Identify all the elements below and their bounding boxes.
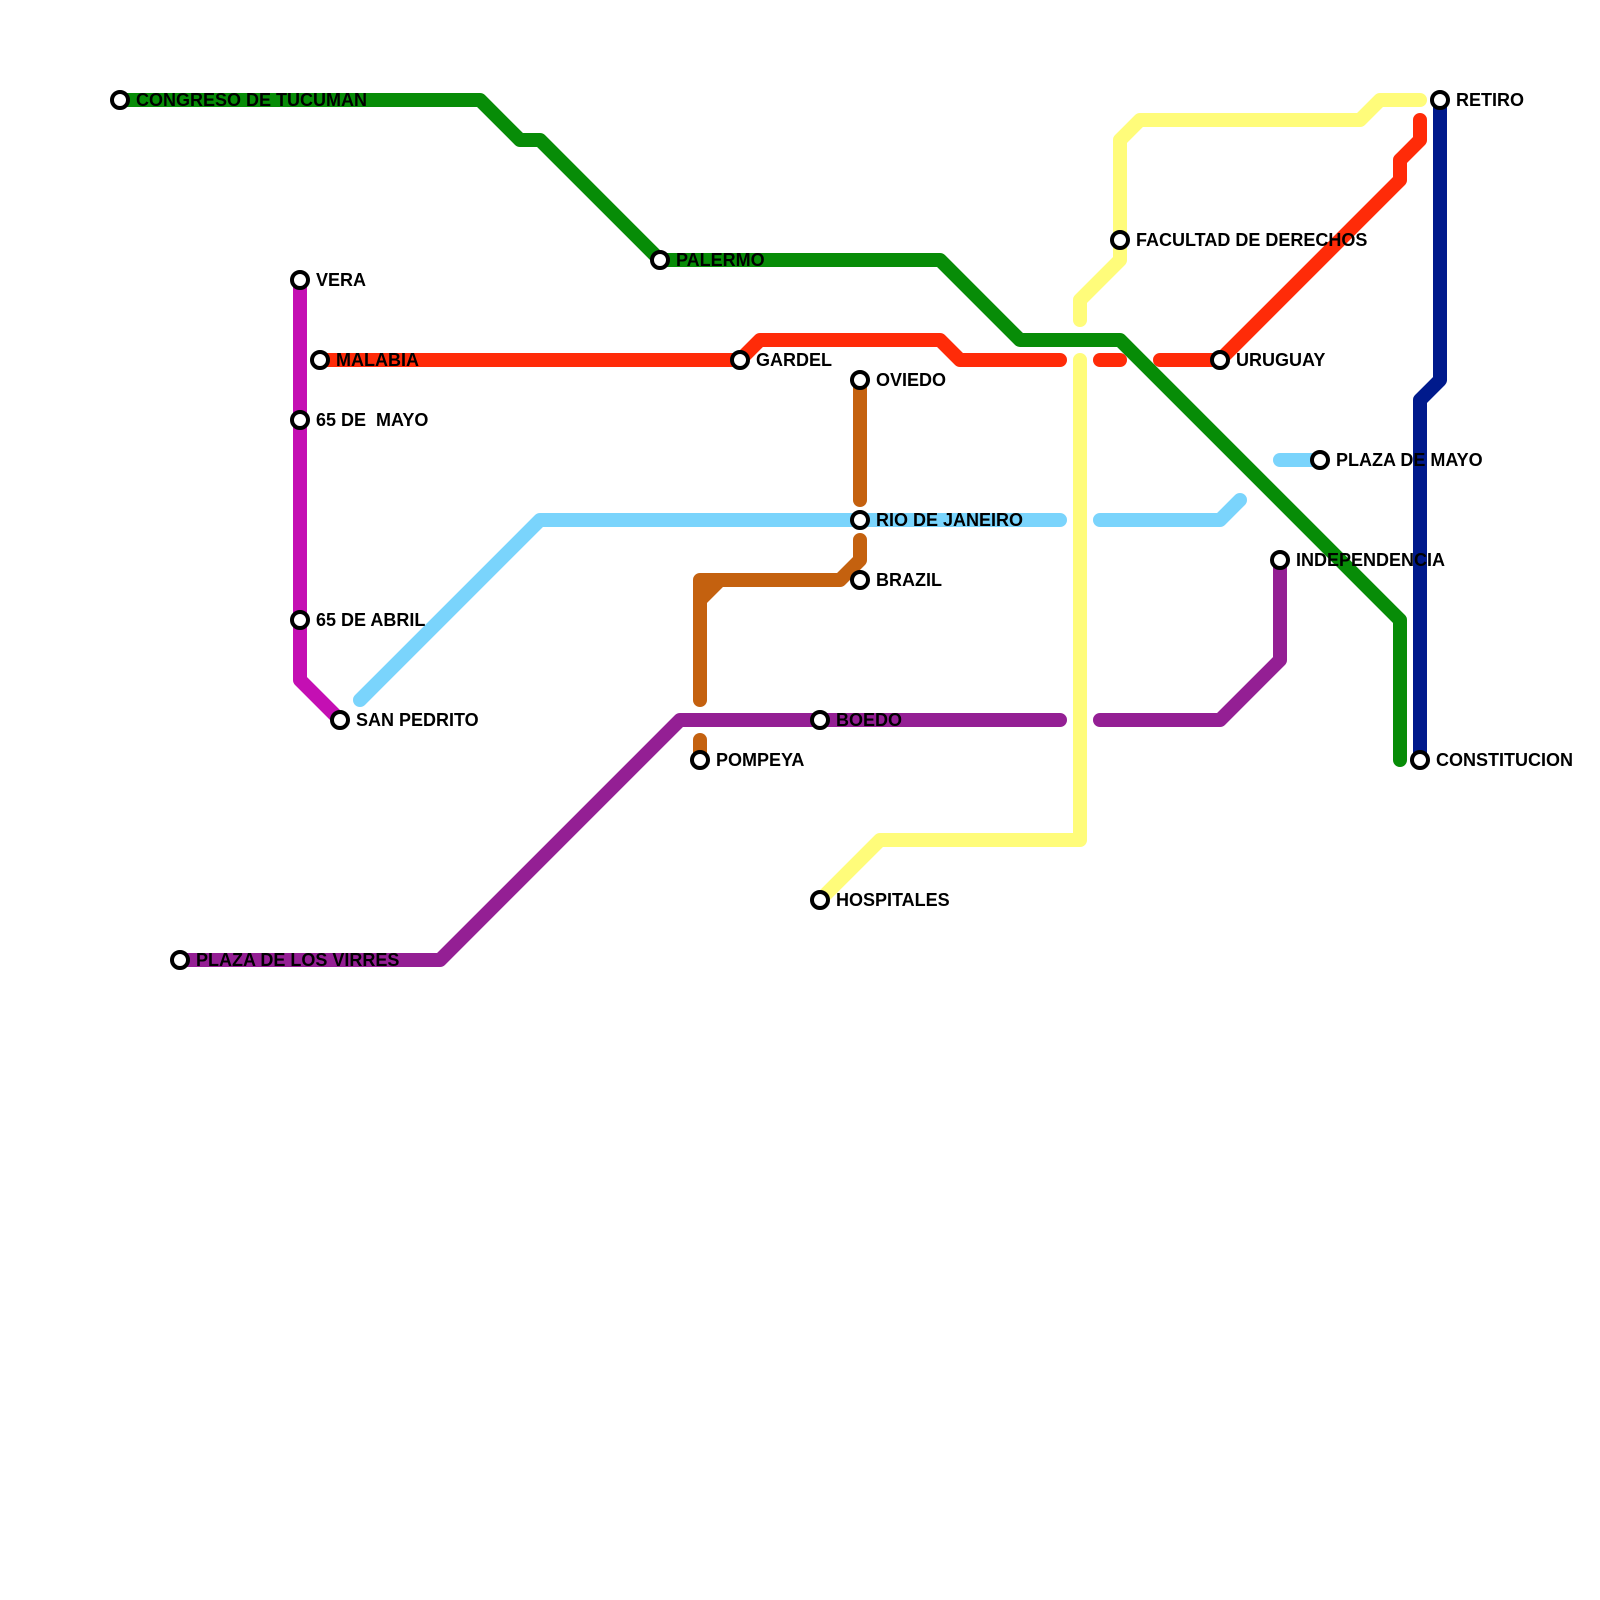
route-purple-segment-14: [1093, 553, 1287, 727]
station-brazil[interactable]: BRAZIL: [850, 570, 942, 590]
station-plaza-de-mayo[interactable]: PLAZA DE MAYO: [1310, 450, 1483, 470]
station-label: BOEDO: [836, 710, 902, 730]
station-marker-icon[interactable]: [690, 750, 710, 770]
station-rio-de-janeiro[interactable]: RIO DE JANEIRO: [850, 510, 1023, 530]
station-label: URUGUAY: [1236, 350, 1325, 370]
station-plaza-virres[interactable]: PLAZA DE LOS VIRRES: [170, 950, 399, 970]
station-65-de-mayo[interactable]: 65 DE MAYO: [290, 410, 428, 430]
station-boedo[interactable]: BOEDO: [810, 710, 902, 730]
station-marker-icon[interactable]: [310, 350, 330, 370]
station-marker-icon[interactable]: [170, 950, 190, 970]
station-pompeya[interactable]: POMPEYA: [690, 750, 804, 770]
station-label: PALERMO: [676, 250, 765, 270]
route-layer: [113, 93, 1447, 967]
station-layer: CONGRESO DE TUCUMAN PALERMO VERA MALABIA 65 …: [110, 90, 1573, 970]
station-marker-icon[interactable]: [850, 510, 870, 530]
station-marker-icon[interactable]: [730, 350, 750, 370]
station-independencia[interactable]: INDEPENDENCIA: [1270, 550, 1445, 570]
station-label: CONSTITUCION: [1436, 750, 1573, 770]
station-label: BRAZIL: [876, 570, 942, 590]
station-marker-icon[interactable]: [290, 410, 310, 430]
station-label: 65 DE MAYO: [316, 410, 428, 430]
station-san-pedrito[interactable]: SAN PEDRITO: [330, 710, 479, 730]
route-yellow-segment-5: [813, 353, 1087, 907]
station-facultad[interactable]: FACULTAD DE DERECHOS: [1110, 230, 1367, 250]
station-uruguay[interactable]: URUGUAY: [1210, 350, 1325, 370]
station-label: CONGRESO DE TUCUMAN: [136, 90, 367, 110]
station-marker-icon[interactable]: [1310, 450, 1330, 470]
station-label: GARDEL: [756, 350, 832, 370]
station-marker-icon[interactable]: [290, 270, 310, 290]
station-marker-icon[interactable]: [1110, 230, 1130, 250]
station-label: INDEPENDENCIA: [1296, 550, 1445, 570]
route-green-segment-3: [113, 93, 1407, 767]
station-marker-icon[interactable]: [810, 890, 830, 910]
station-label: VERA: [316, 270, 366, 290]
station-label: HOSPITALES: [836, 890, 950, 910]
route-light-blue-segment-7: [1093, 493, 1247, 527]
station-marker-icon[interactable]: [810, 710, 830, 730]
station-label: POMPEYA: [716, 750, 804, 770]
station-oviedo[interactable]: OVIEDO: [850, 370, 946, 390]
route-red-segment-0: [313, 333, 1067, 367]
station-marker-icon[interactable]: [850, 570, 870, 590]
station-marker-icon[interactable]: [850, 370, 870, 390]
station-malabia[interactable]: MALABIA: [310, 350, 419, 370]
station-label: RIO DE JANEIRO: [876, 510, 1023, 530]
route-yellow-segment-4: [1073, 93, 1427, 327]
station-label: MALABIA: [336, 350, 419, 370]
station-label: FACULTAD DE DERECHOS: [1136, 230, 1367, 250]
route-navy-segment-16: [1413, 93, 1447, 767]
station-marker-icon[interactable]: [1430, 90, 1450, 110]
station-marker-icon[interactable]: [1410, 750, 1430, 770]
station-label: RETIRO: [1456, 90, 1524, 110]
station-marker-icon[interactable]: [330, 710, 350, 730]
station-retiro[interactable]: RETIRO: [1430, 90, 1524, 110]
station-label: PLAZA DE LOS VIRRES: [196, 950, 399, 970]
station-vera[interactable]: VERA: [290, 270, 366, 290]
station-hospitales[interactable]: HOSPITALES: [810, 890, 950, 910]
route-brown-segment-10: [693, 533, 867, 707]
station-label: 65 DE ABRIL: [316, 610, 425, 630]
route-magenta-segment-15: [293, 273, 347, 727]
route-light-blue-segment-6: [353, 513, 1067, 707]
station-constitucion[interactable]: CONSTITUCION: [1410, 750, 1573, 770]
station-65-de-abril[interactable]: 65 DE ABRIL: [290, 610, 425, 630]
station-marker-icon[interactable]: [1210, 350, 1230, 370]
route-purple-segment-13: [173, 713, 1067, 967]
route-brown-segment-11: [693, 573, 727, 607]
station-marker-icon[interactable]: [650, 250, 670, 270]
station-label: PLAZA DE MAYO: [1336, 450, 1483, 470]
station-marker-icon[interactable]: [290, 610, 310, 630]
station-label: SAN PEDRITO: [356, 710, 479, 730]
station-label: OVIEDO: [876, 370, 946, 390]
station-gardel[interactable]: GARDEL: [730, 350, 832, 370]
station-congreso[interactable]: CONGRESO DE TUCUMAN: [110, 90, 367, 110]
station-marker-icon[interactable]: [1270, 550, 1290, 570]
station-palermo[interactable]: PALERMO: [650, 250, 765, 270]
station-marker-icon[interactable]: [110, 90, 130, 110]
